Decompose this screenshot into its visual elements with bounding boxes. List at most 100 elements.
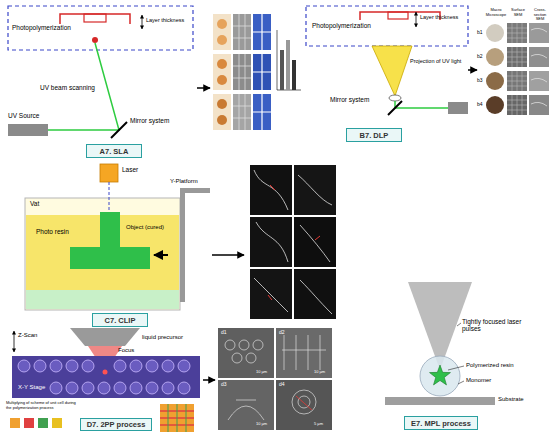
two-photon-schematic-part (14, 331, 15, 352)
sla-schematic-part (60, 14, 130, 24)
two-photon-schematic-part-part (130, 360, 142, 372)
sla-sample-images-part (233, 14, 251, 50)
annotation-label: Tightly focused laser pulses (462, 318, 534, 333)
two-photon-sem-images-part (276, 380, 332, 430)
two-photon-sem-images-part-part (228, 400, 264, 420)
annotation-label: Z-Scan (18, 332, 37, 339)
two-photon-schematic-part-part (82, 382, 94, 394)
two-photon-schematic-part (18, 360, 190, 394)
clip-schematic-part (25, 198, 180, 310)
annotation-label: d3 (221, 382, 227, 388)
two-photon-schematic-part (168, 404, 186, 432)
two-photon-sem-images-part-part (225, 340, 235, 350)
sla-sample-images-part (213, 54, 231, 90)
mpl-schematic-part (430, 365, 451, 385)
two-photon-schematic-part-part (130, 382, 142, 394)
annotation-label: 5 µm (314, 422, 323, 427)
two-photon-schematic-part (103, 370, 108, 375)
clip-schematic-part (180, 192, 185, 302)
dlp-sample-images-part (531, 28, 547, 106)
clip-schematic (25, 164, 244, 310)
annotation-label: b4 (477, 102, 483, 108)
sla-sample-images-part (217, 75, 227, 85)
annotation-label: 10 µm (314, 370, 325, 375)
dlp-schematic-part (416, 12, 417, 27)
annotation-label: Polymerized resin (466, 362, 514, 369)
panel-label-box: E7. MPL process (404, 416, 478, 430)
dlp-schematic-part (468, 69, 477, 71)
annotation-label: b2 (477, 54, 483, 60)
mpl-schematic-part (457, 323, 461, 326)
mpl-schematic-part (458, 381, 464, 384)
annotation-label: Object (cured) (126, 224, 164, 231)
clip-schematic-part (26, 290, 179, 309)
mpl-schematic-part (448, 366, 464, 370)
two-photon-schematic-part-part (66, 360, 78, 372)
two-photon-schematic (10, 328, 215, 432)
two-photon-schematic-part-part (18, 360, 30, 372)
panel-label-box: D7. 2PP process (80, 418, 152, 431)
clip-sample-images-part (250, 165, 292, 215)
annotation-label: d2 (279, 330, 285, 336)
two-photon-sem-images-part-part (253, 340, 263, 350)
sla-sample-images-part (233, 94, 251, 130)
dlp-schematic-part (306, 6, 468, 46)
sla-sample-images-part (217, 35, 227, 45)
two-photon-schematic-part (38, 418, 48, 428)
annotation-label: Laser (122, 166, 138, 173)
two-photon-schematic-part-part (146, 360, 158, 372)
dlp-schematic (306, 6, 477, 115)
two-photon-schematic-part-part (114, 382, 126, 394)
mpl-schematic-part (420, 356, 460, 396)
clip-schematic-part (100, 164, 118, 182)
sla-sample-images-part (286, 40, 290, 90)
annotation-label: Surface SEM (507, 8, 529, 17)
annotation-label: d1 (221, 330, 227, 336)
annotation-label: Vat (30, 200, 39, 207)
two-photon-schematic-part (52, 418, 62, 428)
dlp-sample-images (486, 23, 549, 115)
annotation-label: X-Y Stage (18, 384, 45, 391)
two-photon-sem-images-part-part (239, 340, 249, 350)
annotation-label: 10 µm (256, 370, 267, 375)
sla-sample-images-part (217, 19, 227, 29)
two-photon-schematic-part (203, 379, 215, 381)
annotation-label: UV Source (8, 112, 39, 119)
dlp-sample-images-part (529, 23, 549, 43)
two-photon-schematic-part-part (146, 382, 158, 394)
two-photon-schematic-part-part (114, 360, 126, 372)
dlp-schematic-part (388, 12, 408, 19)
annotation-label: Layer thickness (146, 17, 184, 23)
sla-sample-images (213, 14, 301, 130)
clip-sample-images-part (268, 185, 320, 300)
two-photon-schematic-part (160, 404, 194, 432)
clip-sample-images-part (250, 217, 292, 267)
two-photon-schematic-part-part (178, 360, 190, 372)
two-photon-sem-images-part (218, 380, 274, 430)
annotation-label: 10 µm (256, 422, 267, 427)
dlp-schematic-part (389, 95, 401, 101)
panel-label: D7. 2PP process (87, 420, 146, 429)
clip-sample-images (250, 165, 336, 319)
clip-schematic-part (109, 182, 110, 212)
two-photon-schematic-part-part (162, 360, 174, 372)
clip-sample-images-part (250, 269, 292, 319)
sla-sample-images-part (233, 54, 251, 90)
annotation-label: Focus (118, 347, 134, 354)
sla-schematic-part (197, 87, 210, 89)
two-photon-schematic-part (10, 418, 20, 428)
panel-label-box: C7. CLIP (92, 313, 148, 327)
panel-label: C7. CLIP (105, 316, 136, 325)
annotation-label: Mirror system (130, 117, 169, 124)
two-photon-sem-images-part-part (282, 335, 326, 370)
two-photon-schematic-part (70, 328, 140, 346)
sla-schematic (8, 6, 210, 138)
two-photon-schematic-part-part (82, 360, 94, 372)
sla-sample-images-part (213, 14, 231, 50)
clip-schematic-part (180, 188, 210, 193)
two-photon-schematic-part-part (34, 360, 46, 372)
annotation-label: Monomer (466, 377, 491, 384)
two-photon-schematic-part-part (66, 382, 78, 394)
clip-sample-images-part (294, 165, 336, 215)
